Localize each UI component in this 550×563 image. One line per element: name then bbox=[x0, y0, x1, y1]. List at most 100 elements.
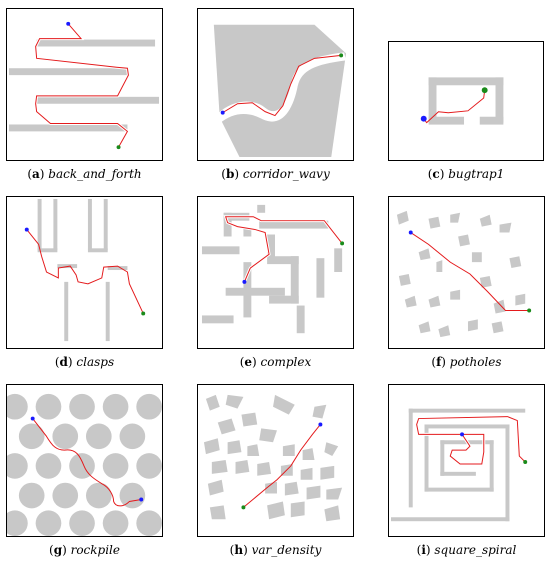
obstacles bbox=[201, 204, 343, 334]
obstacle-wall bbox=[37, 248, 58, 253]
obstacle-polygon bbox=[227, 440, 242, 455]
obstacle-wall bbox=[105, 281, 110, 342]
caption-clasps: (d) clasps bbox=[54, 355, 115, 369]
caption-label: f bbox=[436, 355, 442, 369]
obstacle-pothole bbox=[479, 275, 492, 288]
obstacle-rock bbox=[35, 393, 62, 420]
obstacle-rock bbox=[119, 423, 146, 450]
goal-marker bbox=[339, 53, 344, 58]
obstacle-wall bbox=[440, 471, 476, 476]
obstacle-wall bbox=[201, 315, 234, 324]
bugtrap1-diagram bbox=[420, 77, 504, 125]
clasps-diagram bbox=[24, 198, 146, 342]
obstacle-region bbox=[213, 24, 347, 158]
obstacle-wall bbox=[428, 77, 437, 123]
obstacle-wall bbox=[107, 266, 128, 271]
var-density-diagram bbox=[203, 394, 343, 522]
obstacle-wall bbox=[64, 281, 69, 342]
obstacle-polygon bbox=[312, 404, 327, 419]
map-var-density bbox=[197, 384, 354, 537]
obstacle-wall bbox=[259, 220, 329, 229]
back-and-forth-diagram bbox=[9, 21, 160, 150]
caption-name: back_and_forth bbox=[48, 167, 142, 181]
map-back-and-forth bbox=[6, 8, 163, 161]
map-square-spiral bbox=[388, 384, 545, 537]
goal-marker bbox=[141, 311, 146, 316]
caption-label: g bbox=[53, 543, 63, 557]
caption-back-and-forth: (a) back_and_forth bbox=[27, 167, 142, 181]
caption-name: rockpile bbox=[70, 543, 120, 557]
caption-rockpile: (g) rockpile bbox=[49, 543, 120, 557]
square-spiral-diagram bbox=[391, 408, 528, 522]
obstacle-wall bbox=[257, 204, 266, 213]
obstacle-rock bbox=[18, 482, 45, 509]
caption-square-spiral: (i) square_spiral bbox=[416, 543, 517, 557]
start-marker bbox=[24, 227, 29, 232]
obstacle-wall bbox=[53, 198, 58, 251]
obstacle-wall bbox=[424, 424, 429, 492]
caption-label: h bbox=[234, 543, 244, 557]
obstacle-rock bbox=[85, 423, 112, 450]
obstacle-polygon bbox=[273, 394, 295, 415]
obstacle-polygon bbox=[320, 465, 335, 480]
map-bugtrap1 bbox=[388, 41, 544, 161]
obstacle-polygon bbox=[265, 481, 277, 494]
obstacle-polygon bbox=[247, 444, 260, 457]
obstacle-polygon bbox=[326, 487, 343, 500]
goal-marker bbox=[523, 460, 528, 464]
obstacles bbox=[428, 77, 504, 125]
obstacle-pothole bbox=[509, 256, 522, 269]
obstacle-rock bbox=[102, 453, 129, 479]
obstacle-wall bbox=[9, 124, 128, 132]
obstacle-wall bbox=[87, 248, 108, 253]
obstacles bbox=[396, 210, 526, 338]
obstacle-wall bbox=[495, 77, 504, 123]
caption-var-density: (h) var_density bbox=[229, 543, 322, 557]
map-complex bbox=[197, 196, 354, 349]
obstacle-wall bbox=[489, 440, 494, 492]
obstacle-wall bbox=[267, 234, 276, 265]
caption-name: bugtrap1 bbox=[448, 167, 505, 181]
obstacle-wall bbox=[9, 68, 128, 76]
obstacle-pothole bbox=[458, 234, 470, 247]
obstacle-wall bbox=[428, 77, 504, 86]
map-clasps bbox=[6, 196, 163, 349]
goal-marker bbox=[340, 241, 345, 246]
obstacles bbox=[9, 39, 160, 132]
obstacle-pothole bbox=[418, 248, 431, 261]
potholes-diagram bbox=[396, 210, 532, 338]
obstacle-wall bbox=[424, 424, 510, 429]
obstacle-rock bbox=[52, 482, 79, 509]
caption-name: complex bbox=[260, 355, 312, 369]
obstacle-rock bbox=[7, 510, 28, 536]
obstacle-polygon bbox=[324, 505, 341, 522]
obstacle-pothole bbox=[396, 210, 409, 225]
obstacle-wall bbox=[440, 440, 445, 476]
path bbox=[35, 23, 129, 148]
obstacle-wall bbox=[505, 424, 510, 522]
goal-marker bbox=[481, 87, 488, 94]
map-potholes bbox=[388, 196, 545, 349]
obstacle-polygon bbox=[259, 428, 277, 443]
obstacle-rock bbox=[85, 482, 112, 509]
obstacles bbox=[203, 394, 343, 522]
path bbox=[224, 216, 343, 283]
start-marker bbox=[460, 432, 465, 437]
obstacle-rock bbox=[7, 393, 28, 420]
obstacle-pothole bbox=[436, 260, 443, 273]
obstacle-pothole bbox=[438, 325, 451, 338]
obstacle-wall bbox=[290, 256, 299, 304]
path bbox=[222, 54, 342, 117]
caption-label: a bbox=[32, 167, 40, 181]
goal-marker bbox=[527, 308, 532, 313]
caption-name: potholes bbox=[449, 355, 502, 369]
obstacle-rock bbox=[102, 393, 129, 420]
obstacle-polygon bbox=[211, 460, 228, 474]
caption-name: var_density bbox=[251, 543, 322, 557]
obstacle-wall bbox=[479, 116, 504, 125]
obstacle-wall bbox=[408, 408, 413, 508]
obstacle-pothole bbox=[491, 321, 504, 334]
corridor-wavy-diagram bbox=[213, 24, 347, 158]
obstacle-wall bbox=[225, 287, 285, 296]
obstacle-rock bbox=[119, 482, 146, 509]
